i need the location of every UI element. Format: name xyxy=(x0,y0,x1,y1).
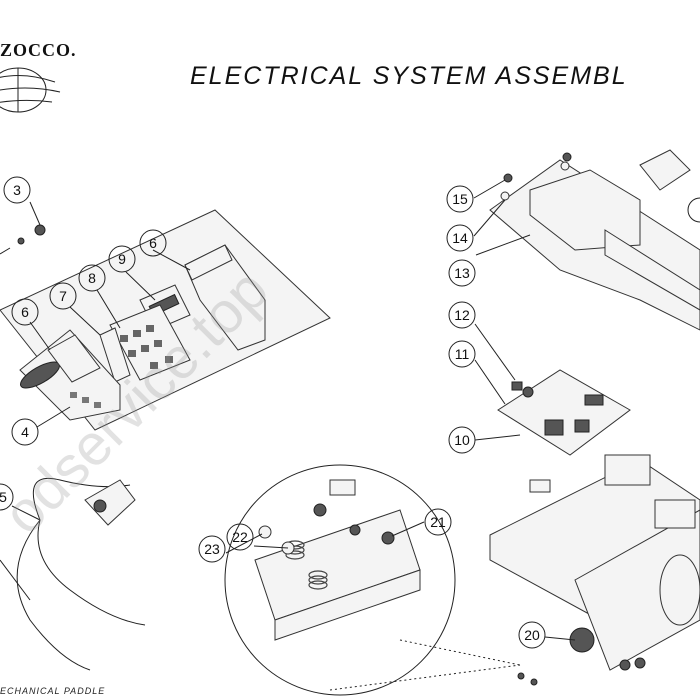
callout-11: 11 xyxy=(448,340,476,368)
svg-text:14: 14 xyxy=(452,230,468,246)
control-board xyxy=(497,369,631,456)
svg-text:15: 15 xyxy=(452,191,468,207)
svg-text:13: 13 xyxy=(454,265,470,281)
callout-8: 8 xyxy=(78,264,106,292)
leader-lines xyxy=(11,179,576,641)
svg-text:22: 22 xyxy=(232,529,248,545)
callout-5: 5 xyxy=(0,483,14,511)
callout-7: 7 xyxy=(49,282,77,310)
svg-text:6: 6 xyxy=(149,235,157,251)
svg-text:10: 10 xyxy=(454,432,470,448)
callout-12: 12 xyxy=(448,301,476,329)
callouts: 3 6 7 8 9 6 4 5 15 14 13 12 11 10 22 23 … xyxy=(0,176,546,649)
callout-23: 23 xyxy=(198,535,226,563)
logo-emblem xyxy=(0,67,61,113)
svg-text:21: 21 xyxy=(430,514,446,530)
svg-text:11: 11 xyxy=(455,346,470,362)
page-title: ELECTRICAL SYSTEM ASSEMBL xyxy=(190,62,628,90)
callout-10: 10 xyxy=(448,426,476,454)
svg-text:23: 23 xyxy=(204,541,220,557)
footer-caption: ECHANICAL PADDLE xyxy=(0,686,106,696)
callout-21: 21 xyxy=(424,508,452,536)
svg-text:3: 3 xyxy=(13,182,21,198)
callout-13: 13 xyxy=(448,259,476,287)
svg-text:12: 12 xyxy=(454,307,470,323)
callout-20: 20 xyxy=(518,621,546,649)
callout-4: 4 xyxy=(11,418,39,446)
detail-inset xyxy=(224,464,521,696)
svg-text:7: 7 xyxy=(59,288,67,304)
brand-logo-text: ZOCCO. xyxy=(0,40,77,60)
callout-3: 3 xyxy=(3,176,31,204)
svg-text:9: 9 xyxy=(118,251,126,267)
svg-text:8: 8 xyxy=(88,270,96,286)
callout-9: 9 xyxy=(108,245,136,273)
callout-6b: 6 xyxy=(11,298,39,326)
callout-14: 14 xyxy=(446,224,474,252)
callout-6a: 6 xyxy=(139,229,167,257)
svg-text:6: 6 xyxy=(21,304,29,320)
callout-15: 15 xyxy=(446,185,474,213)
callout-22: 22 xyxy=(226,523,254,551)
svg-text:20: 20 xyxy=(524,627,540,643)
control-panel-assembly xyxy=(0,209,331,431)
power-cable xyxy=(0,478,146,671)
cover-assembly xyxy=(489,149,700,331)
svg-text:5: 5 xyxy=(0,489,7,505)
base-housing xyxy=(489,454,700,686)
svg-text:4: 4 xyxy=(21,424,29,440)
